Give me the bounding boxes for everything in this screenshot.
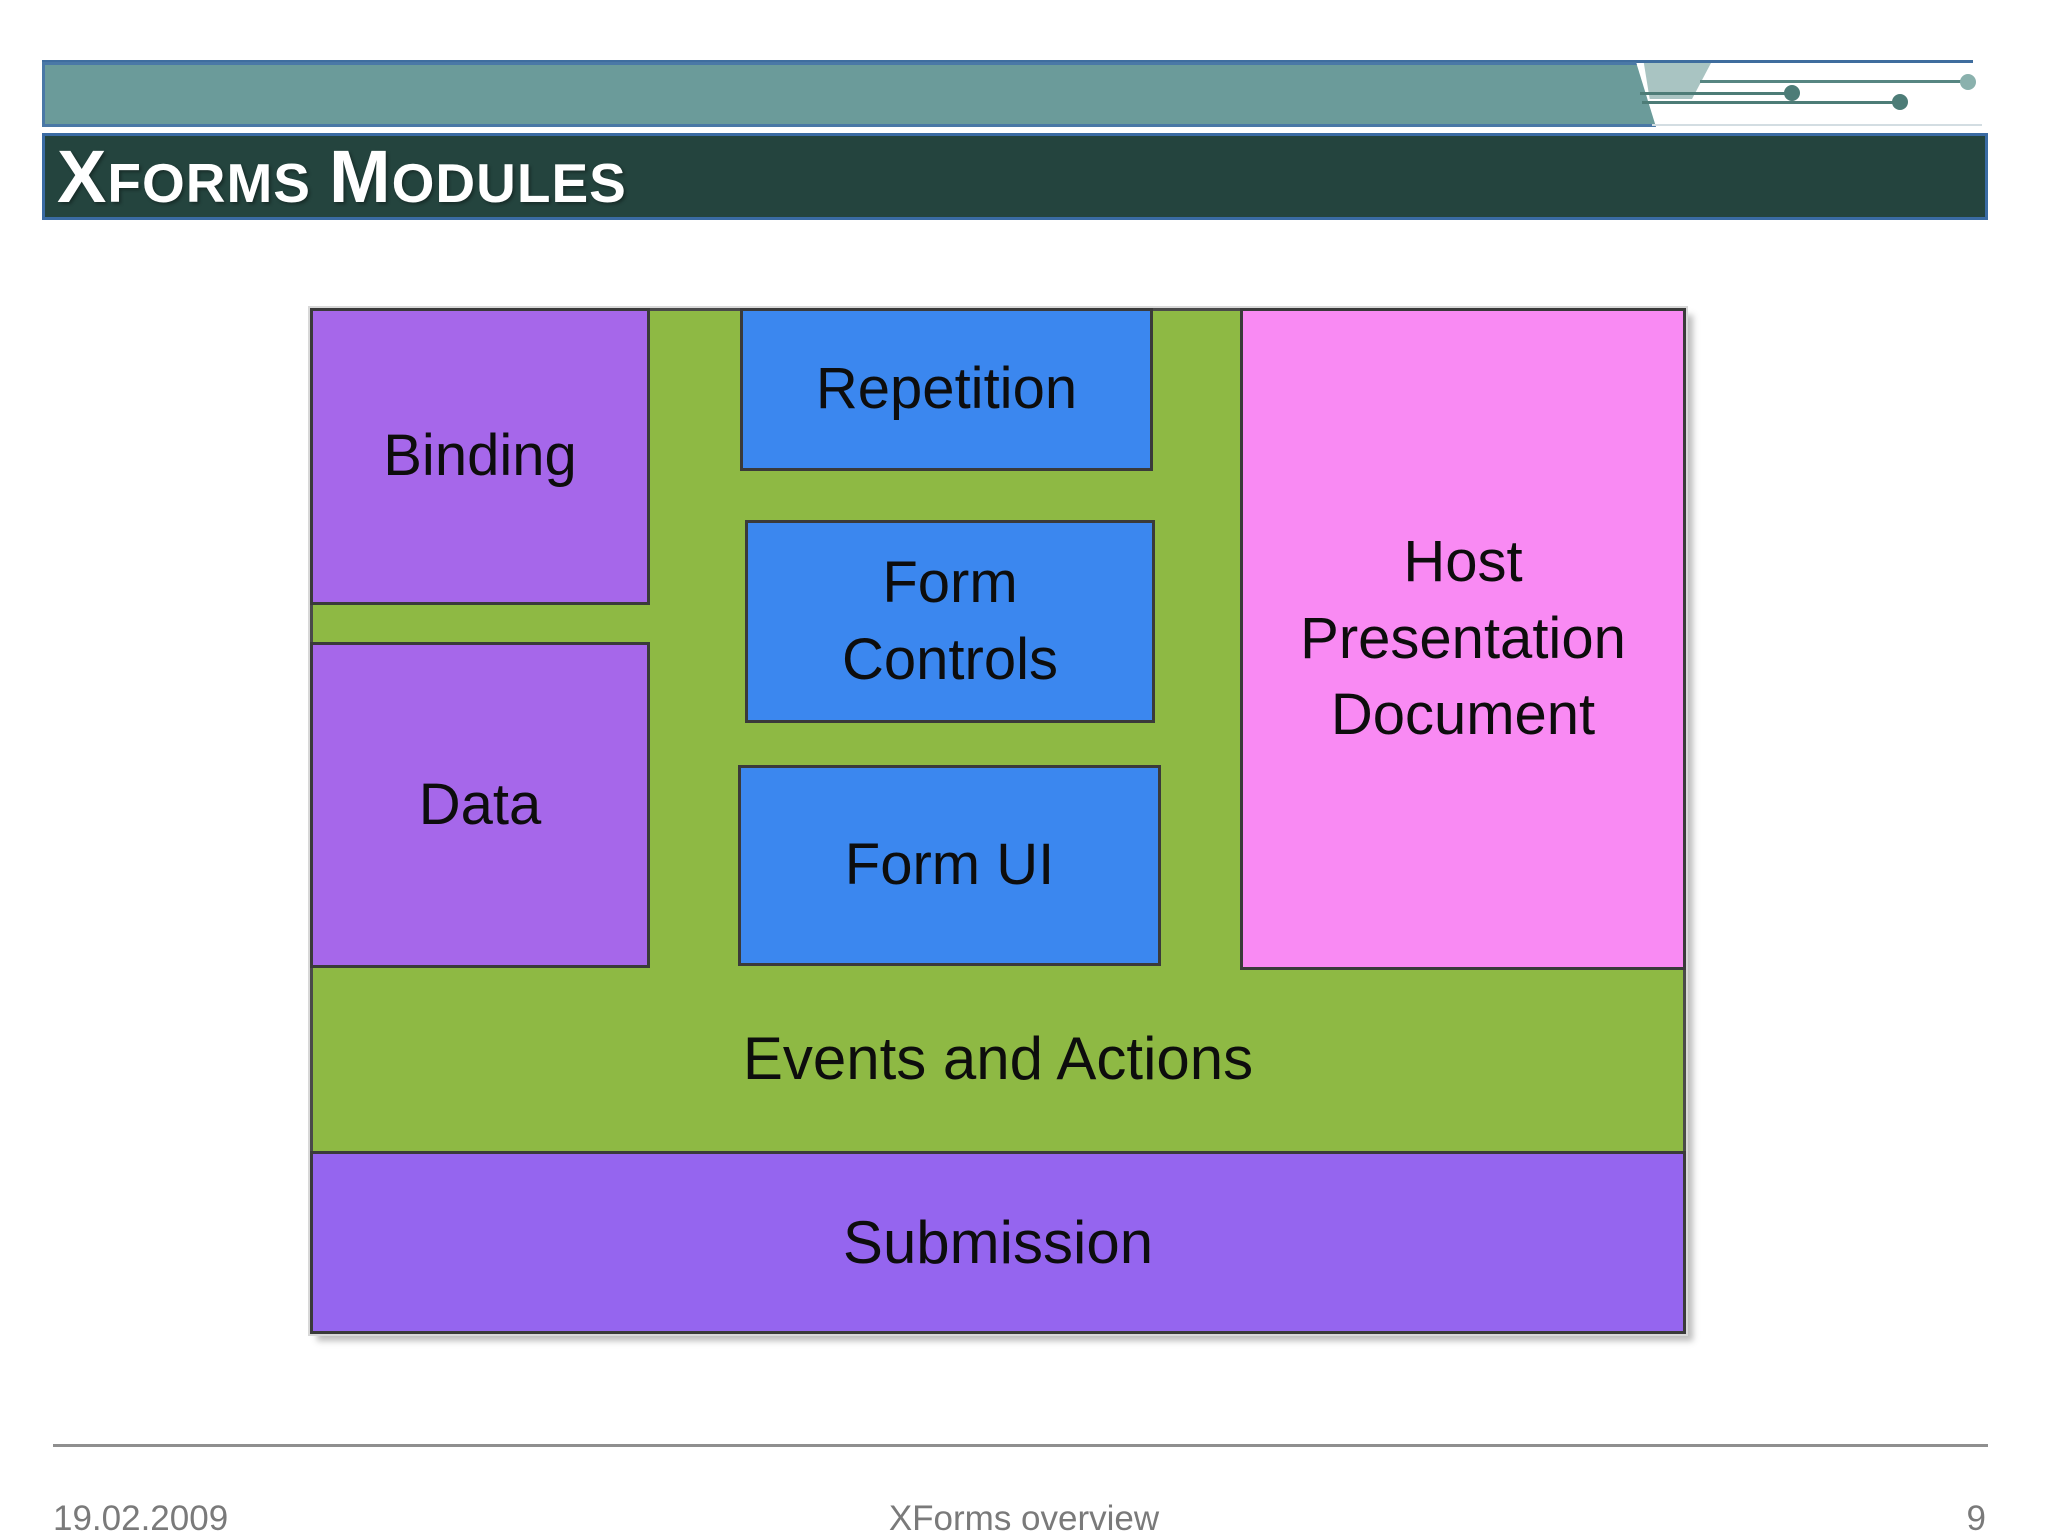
title-word1-lead: X <box>57 134 108 218</box>
decorative-banner <box>42 60 1988 130</box>
module-label-data: Data <box>418 771 542 837</box>
title-word2-rest: ODULES <box>391 151 627 214</box>
module-box-repetition: Repetition <box>740 308 1153 471</box>
module-label-form-controls: Form Controls <box>842 549 1058 692</box>
module-label-events: Events and Actions <box>742 1025 1254 1092</box>
banner-accent-line <box>42 60 1973 63</box>
module-label-binding: Binding <box>383 423 577 489</box>
banner-thin-line-3 <box>1642 101 1896 104</box>
module-label-form-ui: Form UI <box>844 832 1055 898</box>
module-box-form-ui: Form UI <box>738 765 1161 966</box>
module-label-repetition: Repetition <box>815 356 1078 422</box>
footer-date: 19.02.2009 <box>53 1499 229 1538</box>
banner-dot-2 <box>1784 85 1800 101</box>
module-box-host-presentation-document: Host Presentation Document <box>1240 308 1686 970</box>
module-label-host: Host Presentation Document <box>1300 529 1626 748</box>
module-box-submission: Submission <box>310 1151 1686 1334</box>
banner-dot-1 <box>1960 74 1976 90</box>
module-box-form-controls: Form Controls <box>745 520 1155 723</box>
banner-thin-line-1 <box>1700 80 1970 83</box>
title-word1-rest: FORMS <box>107 151 311 214</box>
xforms-modules-diagram: Binding Data Repetition Form Controls Fo… <box>310 308 1686 1334</box>
module-label-submission: Submission <box>842 1209 1154 1276</box>
module-box-binding: Binding <box>310 308 650 605</box>
banner-faint-underline <box>1652 124 1982 126</box>
footer-presentation-title: XForms overview <box>888 1499 1160 1538</box>
module-zone-events-and-actions: Events and Actions <box>313 965 1683 1152</box>
footer-divider <box>53 1444 1988 1447</box>
banner-thin-line-2 <box>1640 92 1790 95</box>
slide-title-bar: XFORMS MODULES <box>42 133 1988 220</box>
footer-page-number: 9 <box>1966 1499 1986 1538</box>
module-box-data: Data <box>310 642 650 968</box>
banner-dot-3 <box>1892 94 1908 110</box>
banner-teal-bar <box>42 62 1656 127</box>
title-word2-lead: M <box>328 134 392 218</box>
